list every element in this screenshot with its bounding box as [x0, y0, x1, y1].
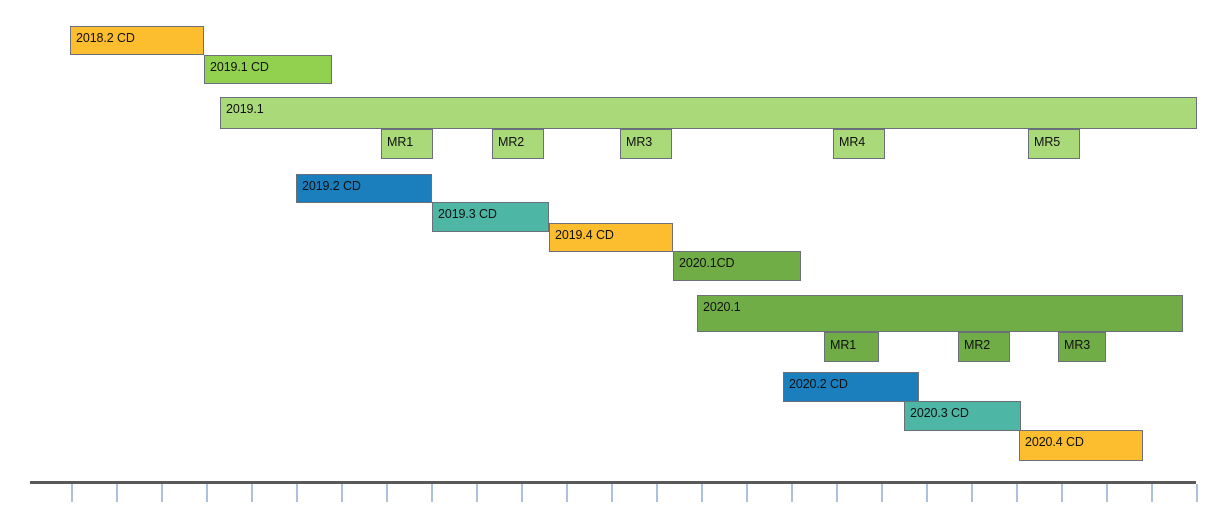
axis-tick — [296, 484, 298, 502]
gantt-milestone-2020-mr1[interactable]: MR1 — [824, 332, 879, 362]
gantt-milestone-2020-mr2[interactable]: MR2 — [958, 332, 1010, 362]
gantt-bar-label: 2019.4 CD — [555, 228, 614, 242]
gantt-bar-2020-1[interactable]: 2020.1 — [697, 295, 1183, 332]
gantt-bar-label: 2019.3 CD — [438, 207, 497, 221]
axis-tick — [386, 484, 388, 502]
gantt-bar-2020-3-cd[interactable]: 2020.3 CD — [904, 401, 1021, 431]
axis-tick — [836, 484, 838, 502]
axis-tick — [881, 484, 883, 502]
gantt-bar-label: 2018.2 CD — [76, 31, 135, 45]
gantt-bar-label: 2019.1 CD — [210, 60, 269, 74]
axis-tick — [746, 484, 748, 502]
axis-tick — [116, 484, 118, 502]
gantt-milestone-2019-mr1[interactable]: MR1 — [381, 129, 433, 159]
axis-tick — [1106, 484, 1108, 502]
gantt-bar-label: 2020.3 CD — [910, 406, 969, 420]
gantt-bar-2020-1-cd[interactable]: 2020.1CD — [673, 251, 801, 281]
gantt-bar-label: 2019.2 CD — [302, 179, 361, 193]
axis-tick — [1151, 484, 1153, 502]
gantt-bar-label: 2020.1CD — [679, 256, 735, 270]
gantt-milestone-2019-mr4[interactable]: MR4 — [833, 129, 885, 159]
axis-tick — [791, 484, 793, 502]
gantt-milestone-label: MR5 — [1034, 135, 1061, 149]
axis-tick — [926, 484, 928, 502]
gantt-milestone-2020-mr3[interactable]: MR3 — [1058, 332, 1106, 362]
gantt-bar-2019-2-cd[interactable]: 2019.2 CD — [296, 174, 432, 203]
gantt-bar-label: 2020.2 CD — [789, 377, 848, 391]
gantt-milestone-label: MR1 — [387, 135, 414, 149]
axis-tick — [971, 484, 973, 502]
axis-tick — [476, 484, 478, 502]
gantt-bar-2019-4-cd[interactable]: 2019.4 CD — [549, 223, 673, 252]
gantt-milestone-label: MR2 — [964, 338, 991, 352]
axis-tick — [251, 484, 253, 502]
gantt-milestone-2019-mr5[interactable]: MR5 — [1028, 129, 1080, 159]
gantt-milestone-label: MR3 — [626, 135, 653, 149]
axis-tick — [206, 484, 208, 502]
gantt-bar-label: 2020.4 CD — [1025, 435, 1084, 449]
gantt-milestone-label: MR2 — [498, 135, 525, 149]
axis-tick — [1196, 484, 1198, 502]
axis-tick — [341, 484, 343, 502]
axis-tick — [656, 484, 658, 502]
gantt-bar-2018-2-cd[interactable]: 2018.2 CD — [70, 26, 204, 55]
axis-tick — [1016, 484, 1018, 502]
gantt-bar-2020-2-cd[interactable]: 2020.2 CD — [783, 372, 919, 402]
gantt-bar-label: 2019.1 — [226, 102, 264, 116]
axis-tick — [566, 484, 568, 502]
gantt-bar-label: 2020.1 — [703, 300, 741, 314]
gantt-bar-2019-1-cd[interactable]: 2019.1 CD — [204, 55, 332, 84]
gantt-milestone-2019-mr2[interactable]: MR2 — [492, 129, 544, 159]
axis-tick — [71, 484, 73, 502]
axis-tick — [611, 484, 613, 502]
gantt-bar-2019-1[interactable]: 2019.1 — [220, 97, 1197, 129]
axis-tick — [161, 484, 163, 502]
gantt-milestone-label: MR3 — [1064, 338, 1091, 352]
gantt-milestone-2019-mr3[interactable]: MR3 — [620, 129, 672, 159]
axis-tick — [1061, 484, 1063, 502]
gantt-milestone-label: MR4 — [839, 135, 866, 149]
axis-tick — [701, 484, 703, 502]
gantt-milestone-label: MR1 — [830, 338, 857, 352]
gantt-bar-2019-3-cd[interactable]: 2019.3 CD — [432, 202, 549, 232]
axis-tick — [431, 484, 433, 502]
axis-line — [30, 481, 1196, 484]
gantt-bar-2020-4-cd[interactable]: 2020.4 CD — [1019, 430, 1143, 461]
axis-tick — [521, 484, 523, 502]
